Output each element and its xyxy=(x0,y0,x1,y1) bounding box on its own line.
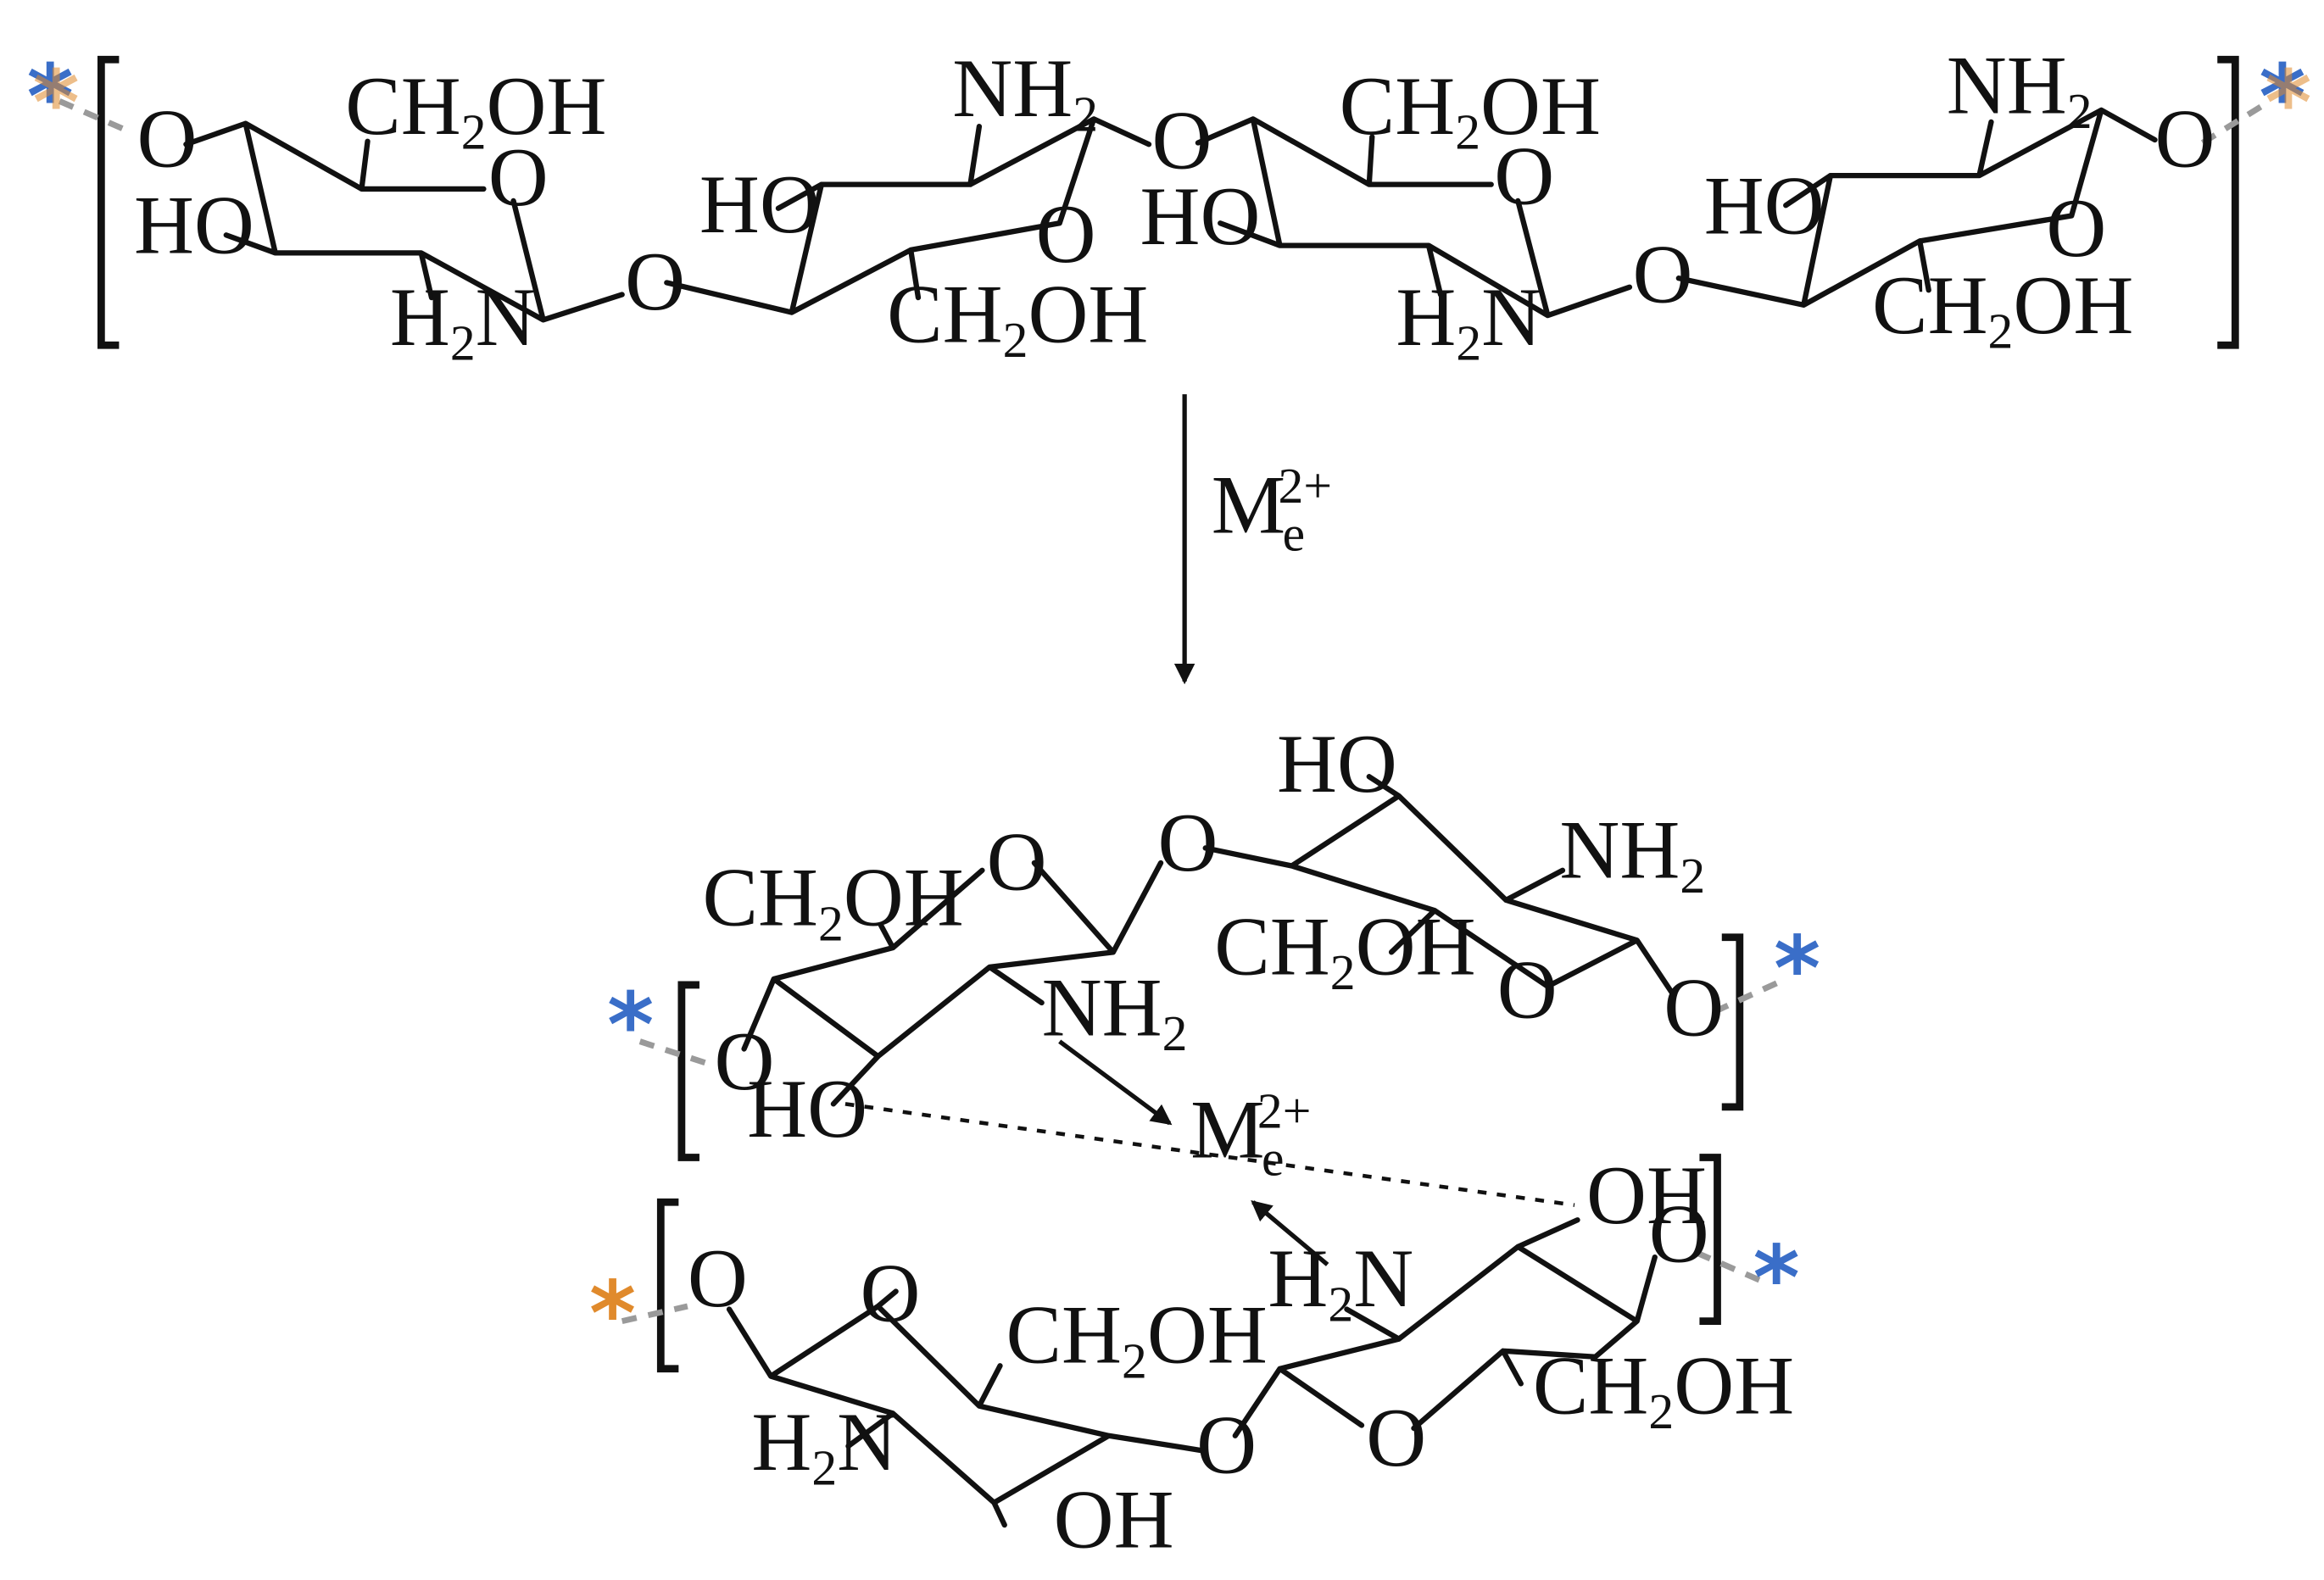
upper-ring-a-glycosidic-oxygen: O xyxy=(714,1015,774,1108)
reaction-reagent-metal-ion: Me2+ xyxy=(1212,458,1332,561)
chelation-complex: * * * * CH2OH O O NH2 HO O HO N xyxy=(589,718,1820,1566)
bridge-oxygen-2-3: O xyxy=(1152,94,1212,186)
upper-right-connector xyxy=(1713,976,1787,1015)
ring-2-hydroxyl: HO xyxy=(699,159,820,251)
upper-ring-b-hydroxyl: HO xyxy=(1277,718,1397,810)
ring-2-ring-oxygen: O xyxy=(1036,188,1096,281)
ring-3-hydroxyl: HO xyxy=(1140,170,1260,263)
ring-2-amine: NH2 xyxy=(952,42,1098,142)
lower-left-connector xyxy=(621,1303,688,1325)
upper-ring-a-amine: NH2 xyxy=(1042,962,1188,1062)
lower-ring-c-hydroxyl: OH xyxy=(1054,1473,1174,1566)
left-chain-connector xyxy=(58,98,130,134)
ring-4-bonds xyxy=(1675,107,2158,308)
upper-left-connector xyxy=(638,1038,710,1067)
lower-ring-c-ring-oxygen: O xyxy=(861,1248,921,1340)
ring-4-ring-oxygen: O xyxy=(2046,182,2106,275)
upper-ring-a-hydroxyl: HO xyxy=(747,1063,867,1155)
upper-ring-a-ch2oh: CH2OH xyxy=(702,852,963,952)
amine-coordination-arrow-upper xyxy=(1058,1039,1173,1126)
bridge-oxygen-1-2: O xyxy=(625,236,685,328)
lower-ring-c-ch2oh: CH2OH xyxy=(1006,1289,1268,1389)
lower-ring-c-bonds xyxy=(726,1288,1206,1528)
right-chain-connector xyxy=(2200,101,2267,146)
right-star-orange: * xyxy=(2265,51,2311,155)
ring-1-amine: H2N xyxy=(390,271,536,371)
lower-ring-d-bonds xyxy=(1232,1217,1658,1438)
ring-3-bonds xyxy=(1195,116,1633,319)
ring-2-bonds xyxy=(664,116,1152,315)
ring-3-ch2oh: CH2OH xyxy=(1340,60,1601,160)
bridge-oxygen-3-4: O xyxy=(1632,228,1692,320)
right-bracket xyxy=(2217,55,2239,349)
chelated-metal-ion: Me2+ xyxy=(1190,1082,1311,1186)
upper-ring-b-bonds xyxy=(1202,774,1676,997)
ring-2-ch2oh: CH2OH xyxy=(887,269,1148,369)
ring-1-ch2oh: CH2OH xyxy=(345,60,606,160)
left-bracket xyxy=(97,55,120,349)
bridge-oxygen-upper: O xyxy=(1158,797,1218,889)
left-star-blue: * xyxy=(27,45,74,149)
lower-ring-d-ch2oh: CH2OH xyxy=(1533,1339,1794,1439)
lower-ring-d-amine: H2N xyxy=(1268,1232,1413,1332)
ring-4-amine: NH2 xyxy=(1947,39,2093,139)
lower-ring-c-amine: H2N xyxy=(751,1396,897,1496)
ring-1-bonds xyxy=(183,120,625,323)
ring-4-ch2oh: CH2OH xyxy=(1872,259,2133,359)
left-star-orange: * xyxy=(33,51,80,155)
upper-right-bracket xyxy=(1721,933,1744,1111)
reaction-step: Me2+ xyxy=(1173,394,1332,685)
upper-ring-a-bonds xyxy=(741,860,1164,1107)
ring-1-ring-oxygen: O xyxy=(488,131,549,224)
lower-ring-d-ring-oxygen: O xyxy=(1366,1392,1426,1484)
linear-chitosan-chain: * * * * O CH2OH O HO H2N O NH2 HO O CH2O… xyxy=(27,39,2312,370)
lower-ring-c-glycosidic-oxygen: O xyxy=(688,1232,748,1325)
lower-right-bracket xyxy=(1699,1154,1721,1326)
right-star-blue: * xyxy=(2259,45,2305,149)
ring-1-hydroxyl: HO xyxy=(134,179,254,271)
upper-left-bracket xyxy=(677,981,699,1161)
upper-ring-b-ring-oxygen: O xyxy=(1497,944,1558,1037)
upper-ring-b-ch2oh: CH2OH xyxy=(1214,901,1475,1001)
ring-4-terminal-oxygen: O xyxy=(2155,93,2215,186)
lower-left-bracket xyxy=(656,1198,679,1373)
bridge-oxygen-lower: O xyxy=(1196,1399,1257,1492)
ring-3-amine: H2N xyxy=(1396,271,1541,371)
upper-ring-b-amine: NH2 xyxy=(1559,804,1705,904)
upper-left-star: * xyxy=(607,973,654,1077)
ring-4-hydroxyl: HO xyxy=(1704,160,1825,253)
lower-left-star: * xyxy=(589,1262,636,1366)
ring-1-glycosidic-oxygen: O xyxy=(137,93,197,186)
lower-ring-d-terminal-oxygen: O xyxy=(1649,1188,1709,1280)
upper-right-star: * xyxy=(1774,916,1820,1021)
lower-right-connector xyxy=(1695,1249,1767,1286)
ring-3-ring-oxygen: O xyxy=(1494,130,1554,222)
hydroxyl-coordination-upper xyxy=(844,1102,1575,1207)
lower-right-star: * xyxy=(1753,1227,1800,1331)
amine-coordination-arrow-lower xyxy=(1251,1199,1329,1266)
upper-ring-b-terminal-oxygen: O xyxy=(1664,962,1724,1054)
lower-ring-d-hydroxyl: OH xyxy=(1586,1149,1707,1242)
upper-ring-a-ring-oxygen: O xyxy=(987,816,1047,909)
